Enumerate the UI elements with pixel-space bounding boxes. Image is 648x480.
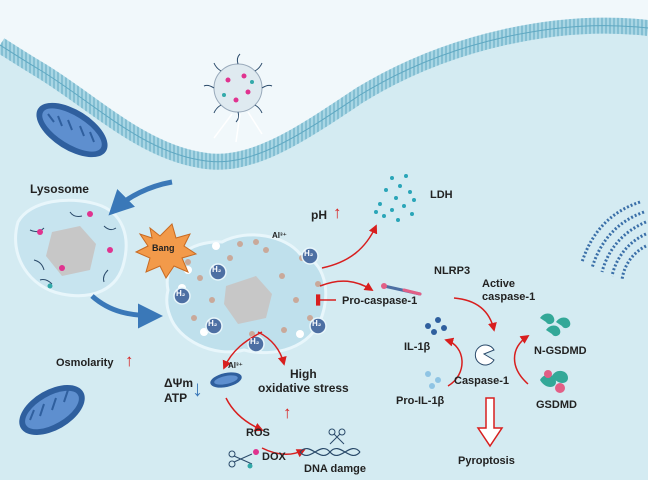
- osmolarity-increase-arrow: ↑: [125, 351, 134, 370]
- golgi-apparatus: [580, 200, 647, 281]
- scissors-icon: [328, 428, 346, 445]
- high-oxidative-stress-label: High oxidative stress: [258, 367, 349, 395]
- gsdmd-molecules: [540, 370, 568, 393]
- lysosome-icon: [14, 198, 128, 298]
- gsdmd-label: GSDMD: [536, 399, 577, 411]
- h2-bubble: [309, 317, 327, 335]
- bang-label: Bang: [152, 243, 175, 253]
- ldh-dots: [374, 174, 416, 222]
- ros-label: ROS: [246, 427, 270, 439]
- il1b-molecules: [425, 317, 447, 335]
- cell-membrane-edge: [0, 25, 648, 163]
- h2-bubble: [301, 247, 319, 265]
- h2-bubble: [173, 287, 191, 305]
- atp-decrease-arrow: ↓: [192, 376, 203, 401]
- nlrp3-label: NLRP3: [434, 265, 471, 277]
- h2-label: H₂: [176, 289, 186, 298]
- arrow-uptake-to-lysosome: [108, 179, 173, 216]
- dox-scissors-icon: [228, 450, 253, 468]
- dox-label: DOX: [262, 451, 286, 463]
- ph-label: pH: [311, 208, 327, 222]
- h2-label: H₂: [250, 337, 260, 346]
- n-gsdmd-molecules: [540, 313, 571, 337]
- il1b-label: IL-1β: [404, 341, 431, 353]
- arrow-lysosome-to-stress: [257, 331, 287, 366]
- delta-psi-m-label: ΔΨm: [164, 376, 194, 390]
- ldh-label: LDH: [430, 189, 453, 201]
- arrow-prol1b-to-il1b: [444, 337, 463, 387]
- pro-caspase1-label: Pro-caspase-1: [342, 295, 418, 307]
- bang-burst: [134, 223, 198, 279]
- h2-label: H₂: [212, 265, 222, 274]
- atp-label: ATP: [164, 391, 188, 405]
- n-gsdmd-label: N-GSDMD: [534, 345, 587, 357]
- dox-molecule: [247, 463, 253, 469]
- h2-bubbles: [173, 247, 327, 353]
- pro-il1b-label: Pro-IL-1β: [396, 395, 445, 407]
- al3-top-label: Al³⁺: [272, 231, 287, 240]
- arrow-gsdmd-to-ngsdmd: [513, 335, 530, 385]
- arrow-caspase-to-pyroptosis: [476, 397, 504, 448]
- arrow-to-procaspase: [319, 280, 374, 291]
- active-caspase1-label: Active caspase-1: [482, 278, 536, 303]
- osmolarity-label: Osmolarity: [56, 357, 114, 369]
- dna-helix: [299, 448, 361, 456]
- h2-bubble: [209, 263, 227, 281]
- h2-label: H₂: [208, 319, 218, 328]
- h2-bubble: [205, 317, 223, 335]
- nanoparticle-outside: [203, 53, 273, 143]
- mitochondrion-top: [36, 102, 108, 158]
- pro-il1b-molecules: [425, 371, 441, 389]
- dna-damage-label: DNA damge: [304, 463, 366, 475]
- arrow-lysosome-to-rupture: [90, 294, 163, 329]
- arrow-to-ldh: [321, 224, 378, 269]
- al3-bottom-label: Al³⁺: [228, 361, 243, 370]
- h2-label: H₂: [304, 249, 314, 258]
- pyroptosis-label: Pyroptosis: [458, 455, 515, 467]
- ph-increase-arrow: ↑: [333, 203, 342, 222]
- arrow-procaspase-to-active: [453, 297, 497, 332]
- caspase1-label: Caspase-1: [454, 375, 510, 387]
- h2-label: H₂: [312, 319, 322, 328]
- caspase1-pacman: [474, 344, 495, 366]
- oxidative-stress-increase-arrow: ↑: [283, 403, 292, 422]
- arrow-mito-to-ros: [225, 397, 264, 432]
- procaspase-protein: [381, 283, 422, 296]
- mitochondrion-center: [210, 372, 242, 388]
- lysosome-label: Lysosome: [30, 182, 89, 196]
- mitochondrion-bottom: [19, 385, 85, 435]
- dox-molecule: [253, 449, 259, 455]
- arrow-lysosome-to-mito: [222, 331, 263, 370]
